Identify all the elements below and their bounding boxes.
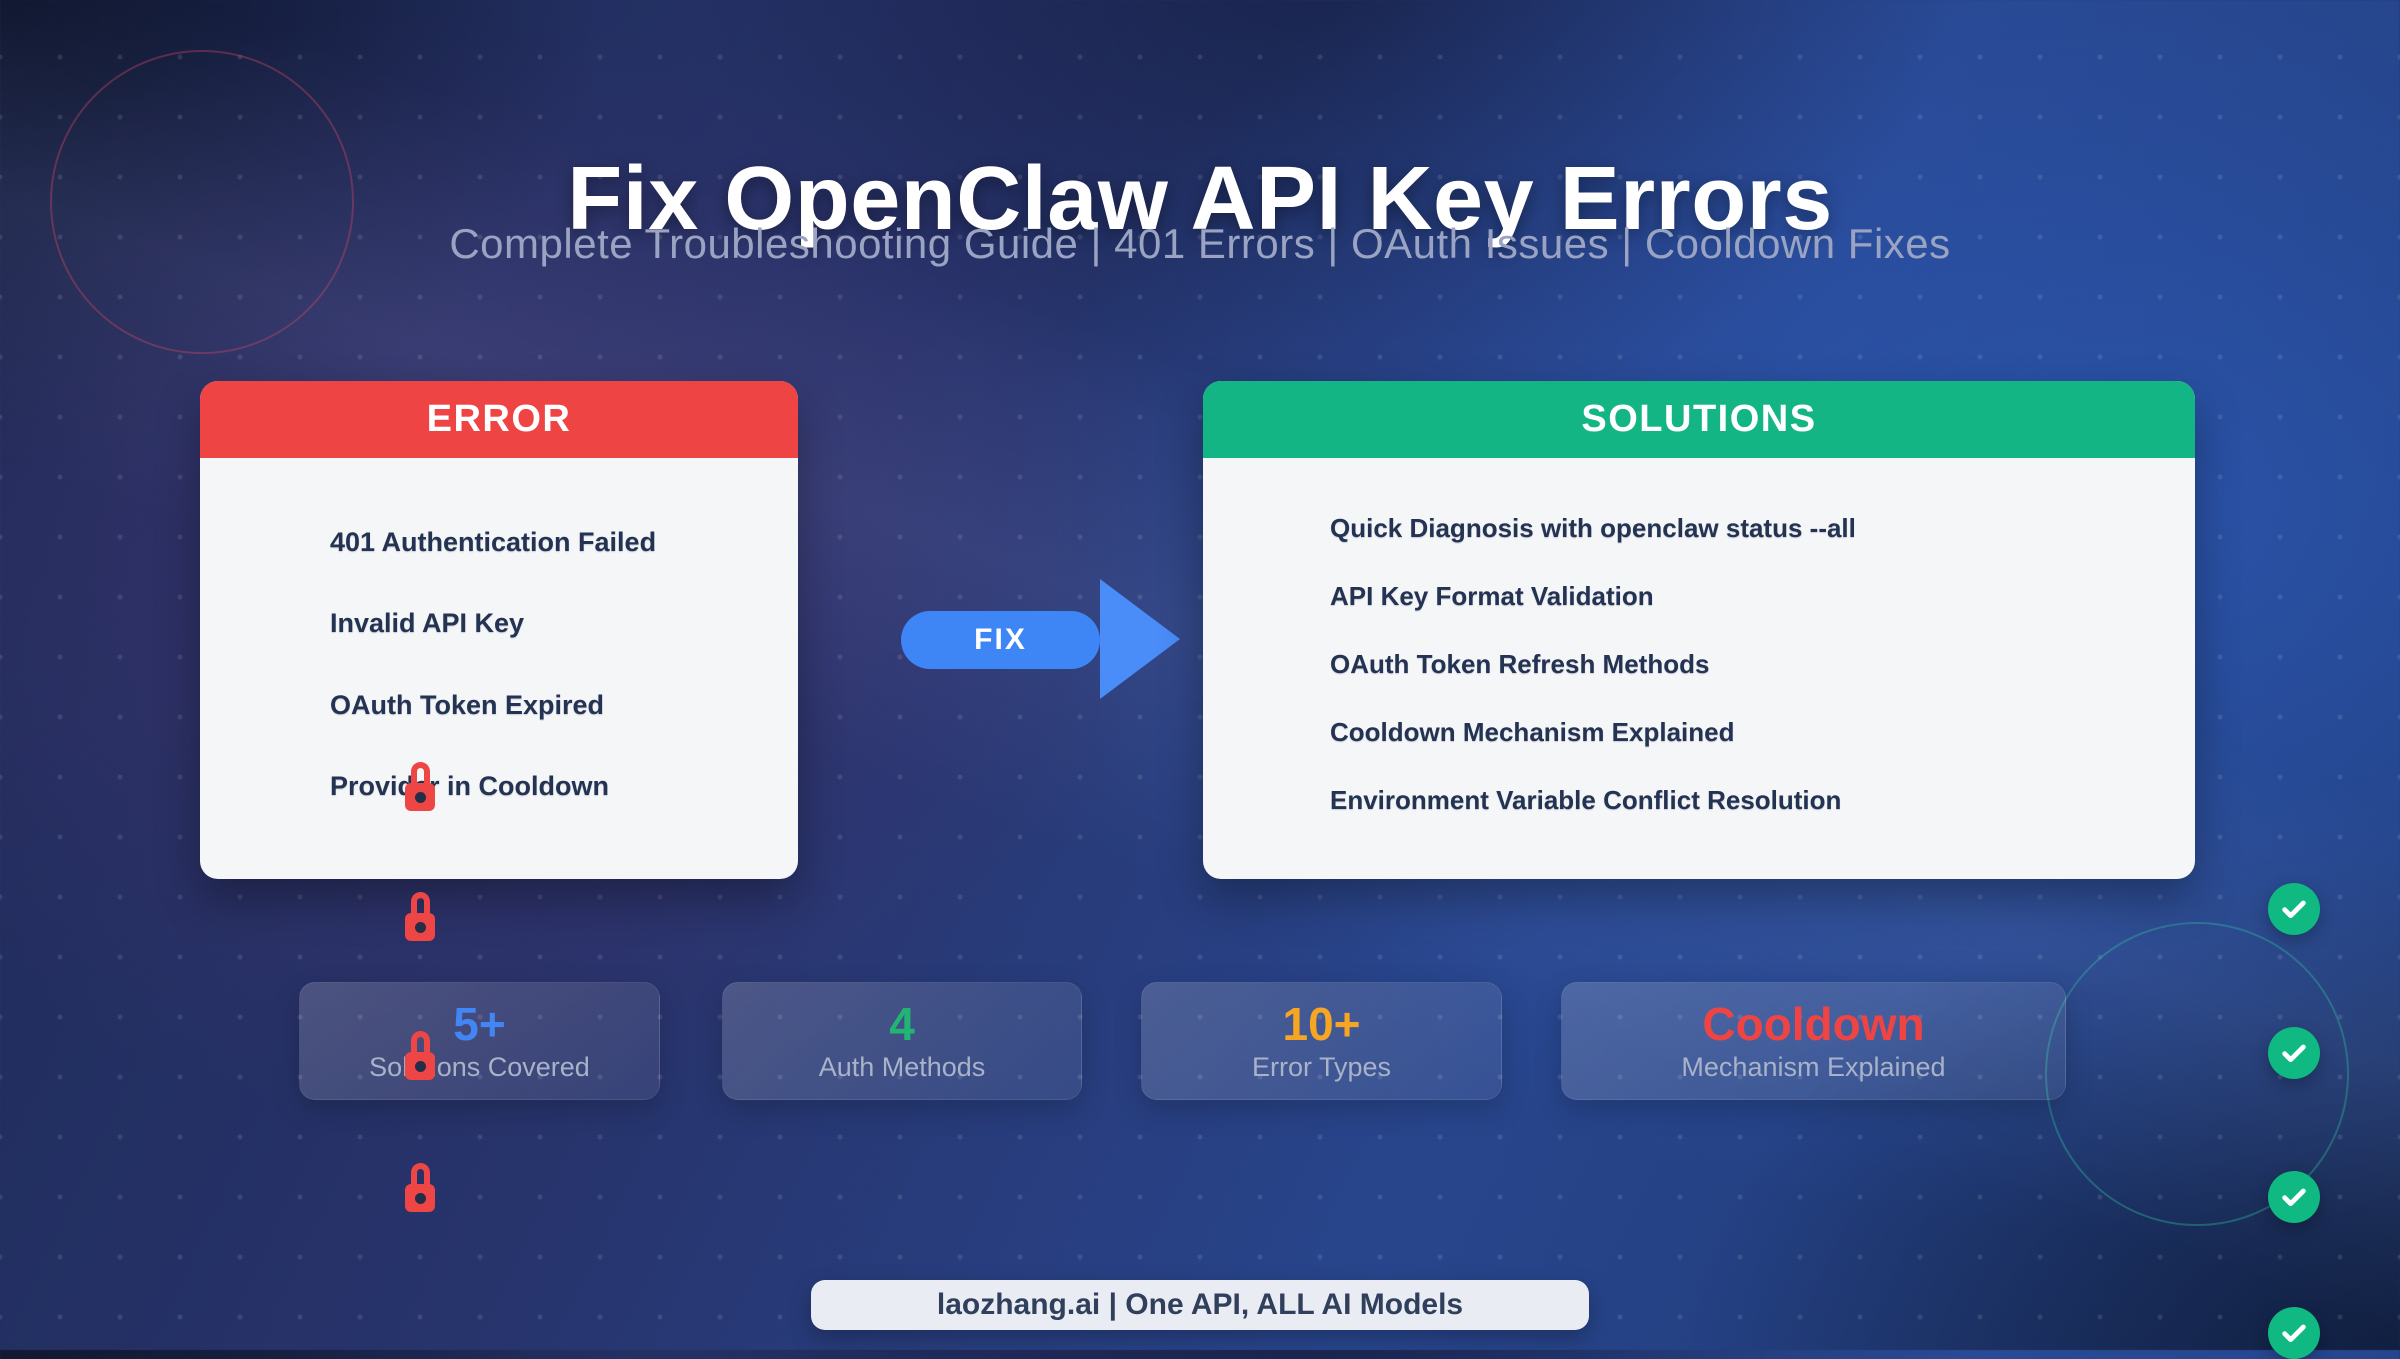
decorative-ring-teal — [2045, 922, 2349, 1226]
decorative-ring-red — [50, 50, 354, 354]
lock-icon — [405, 892, 435, 941]
stat-value: Cooldown — [1702, 998, 1925, 1050]
stat-value: 5+ — [453, 998, 506, 1050]
solutions-card: SOLUTIONS Quick Diagnosis with openclaw … — [1203, 381, 2195, 879]
check-circle-icon — [2268, 1307, 2320, 1359]
error-item: Provider in Cooldown — [330, 771, 610, 802]
page-subtitle: Complete Troubleshooting Guide | 401 Err… — [449, 220, 1951, 267]
check-circle-icon — [2268, 1171, 2320, 1223]
error-item: Invalid API Key — [330, 608, 525, 639]
lock-shackle — [410, 892, 430, 913]
stat-label: Mechanism Explained — [1681, 1052, 1946, 1082]
solution-item: Quick Diagnosis with openclaw status --a… — [1330, 513, 1856, 543]
fix-button: FIX — [901, 611, 1100, 669]
lock-body — [405, 1184, 435, 1212]
solution-item: OAuth Token Refresh Methods — [1330, 649, 1710, 679]
arrow-right-icon — [1100, 579, 1180, 699]
lock-keyhole — [414, 1192, 426, 1204]
brand-footer: laozhang.ai | One API, ALL AI Models — [811, 1280, 1589, 1330]
stat-solutions-covered: 5+ Solutions Covered — [299, 982, 660, 1100]
stat-label: Error Types — [1251, 1052, 1392, 1082]
check-circle-icon — [2268, 1027, 2320, 1079]
solutions-card-header: SOLUTIONS — [1203, 381, 2195, 458]
stat-auth-methods: 4 Auth Methods — [722, 982, 1082, 1100]
error-card-header: ERROR — [200, 381, 798, 458]
stat-value: 10+ — [1282, 998, 1361, 1050]
stat-value: 4 — [889, 998, 915, 1050]
lock-shackle — [410, 1163, 430, 1184]
lock-icon — [405, 762, 435, 811]
lock-body — [405, 783, 435, 811]
error-item: 401 Authentication Failed — [330, 526, 657, 557]
error-item: OAuth Token Expired — [330, 689, 605, 720]
lock-body — [405, 913, 435, 941]
stat-cooldown: Cooldown Mechanism Explained — [1561, 982, 2066, 1100]
stat-label: Solutions Covered — [369, 1052, 590, 1082]
check-circle-icon — [2268, 883, 2320, 935]
lock-keyhole — [414, 1060, 426, 1072]
error-card: ERROR 401 Authentication Failed Invalid … — [200, 381, 798, 879]
solutions-card-body: Quick Diagnosis with openclaw status --a… — [1203, 458, 2195, 879]
lock-shackle — [410, 762, 430, 783]
page-title: Fix OpenClaw API Key Errors — [567, 149, 1833, 250]
lock-keyhole — [414, 921, 426, 933]
lock-shackle — [410, 1031, 430, 1052]
error-card-body: 401 Authentication Failed Invalid API Ke… — [200, 458, 798, 879]
stat-error-types: 10+ Error Types — [1141, 982, 1502, 1100]
lock-keyhole — [414, 791, 426, 803]
lock-icon — [405, 1031, 435, 1080]
solution-item: Cooldown Mechanism Explained — [1330, 717, 1735, 747]
stat-label: Auth Methods — [818, 1052, 986, 1082]
solution-item: Environment Variable Conflict Resolution — [1330, 785, 1842, 815]
solution-item: API Key Format Validation — [1330, 581, 1654, 611]
lock-body — [405, 1052, 435, 1080]
lock-icon — [405, 1163, 435, 1212]
